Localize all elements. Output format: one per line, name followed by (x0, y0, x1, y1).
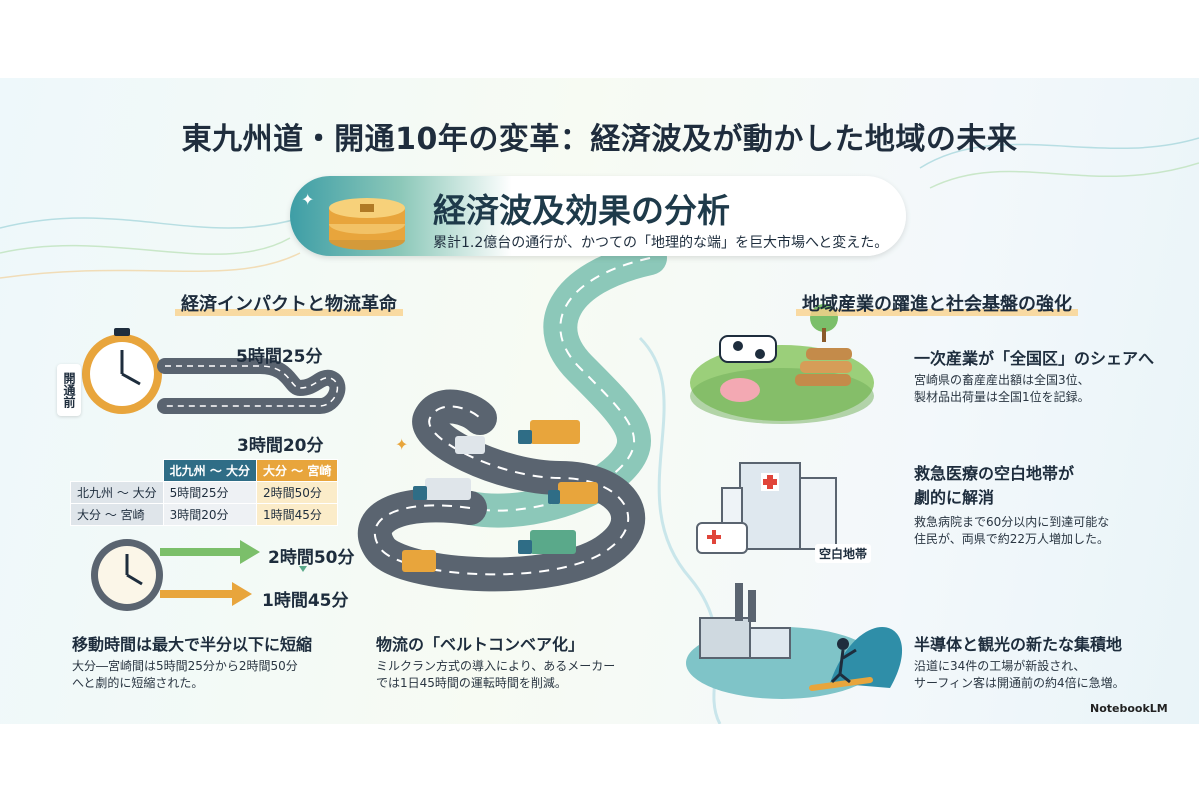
medical-body-line: 救急病院まで60分以内に到達可能な (914, 515, 1110, 529)
table-cell: 1時間45分 (255, 503, 339, 526)
triangle-down-icon (299, 566, 307, 572)
table-row: 大分 ～ 宮崎 3時間20分 1時間45分 (70, 503, 339, 526)
table-cell-route: 北九州 ～ 大分 (70, 481, 164, 504)
sparkle-icon: ✦ (395, 435, 408, 454)
page-title: 東九州道・開通10年の変革：経済波及が動かした地域の未来 (181, 122, 1018, 157)
movement-body-line: 大分―宮崎間は5時間25分から2時間50分 (72, 659, 298, 673)
arrow-right-icon (160, 540, 260, 564)
truck-icon (413, 478, 471, 500)
table-header-row: 北九州 ～ 大分 大分 ～ 宮崎 (71, 459, 339, 482)
table-cell: 2時間50分 (255, 481, 339, 504)
table-header: 北九州 ～ 大分 (162, 459, 258, 482)
arrow-right-icon (160, 582, 252, 606)
time-after-label: 1時間45分 (262, 591, 349, 611)
time-before-label: 2時間50分 (268, 548, 355, 568)
gap-area-label: 空白地帯 (815, 544, 872, 563)
industry-heading: 半導体と観光の新たな集積地 (914, 635, 1123, 654)
highway-illustration: ✦ (357, 241, 667, 592)
clock-icon (91, 539, 163, 611)
logistics-body: ミルクラン方式の導入により、あるメーカー では1日45時間の運転時間を削減。 (376, 658, 615, 692)
medical-heading-line: 救急医療の空白地帯が (914, 464, 1075, 483)
truck-icon (548, 482, 598, 504)
movement-body-line: へと劇的に短縮された。 (72, 676, 204, 690)
ambulance-icon (696, 522, 748, 554)
table-cell: 5時間25分 (162, 481, 258, 504)
table-cell-route: 大分 ～ 宮崎 (70, 503, 164, 526)
before-opening-tag: 開通前 (57, 364, 81, 416)
industry-body-line: サーフィン客は開通前の約4倍に急増。 (914, 676, 1125, 690)
table-cell: 3時間20分 (162, 503, 258, 526)
table-corner (71, 460, 164, 482)
truck-icon (402, 550, 436, 572)
table-header: 大分 ～ 宮崎 (255, 459, 339, 482)
logistics-heading: 物流の「ベルトコンベア化」 (376, 635, 585, 654)
wave-icon (830, 627, 903, 688)
illustration-layer: ✦ (0, 137, 1199, 724)
left-section-heading: 経済インパクトと物流革命 (175, 290, 403, 316)
sparkle-icon: ✦ (301, 190, 315, 209)
medical-heading-line: 劇的に解消 (914, 488, 995, 507)
movement-body: 大分―宮崎間は5時間25分から2時間50分 へと劇的に短縮された。 (72, 658, 298, 692)
primary-industry-body-line: 宮崎県の畜産産出額は全国3位、 (914, 373, 1090, 387)
infographic-canvas: ✦ (0, 78, 1199, 724)
surfer-icon (837, 638, 849, 650)
surfboard-icon (809, 677, 873, 691)
primary-industry-body: 宮崎県の畜産産出額は全国3位、 製材品出荷量は全国1位を記録。 (914, 372, 1090, 406)
clock-icon (82, 328, 162, 414)
industry-body-line: 沿道に34件の工場が新設され、 (914, 659, 1086, 673)
farm-island-icon (690, 304, 874, 424)
logistics-body-line: では1日45時間の運転時間を削減。 (376, 676, 567, 690)
time-before-label: 5時間25分 (236, 347, 323, 367)
truck-icon (518, 420, 580, 444)
medical-heading: 救急医療の空白地帯が 劇的に解消 (914, 460, 1074, 508)
hospital-icon (696, 462, 837, 554)
time-after-label: 3時間20分 (237, 436, 324, 456)
medical-body-line: 住民が、両県で約22万人増加した。 (914, 532, 1110, 546)
table-row: 北九州 ～ 大分 5時間25分 2時間50分 (70, 481, 339, 504)
coin-stack-icon (329, 198, 405, 250)
industry-body: 沿道に34件の工場が新設され、 サーフィン客は開通前の約4倍に急増。 (914, 658, 1125, 692)
factory-island-icon (686, 583, 903, 699)
brand-label: NotebookLM (1090, 702, 1168, 715)
medical-body: 救急病院まで60分以内に到達可能な 住民が、両県で約22万人増加した。 (914, 514, 1109, 548)
right-section-heading: 地域産業の躍進と社会基盤の強化 (796, 290, 1078, 316)
banner-heading: 経済波及効果の分析 (433, 191, 730, 230)
truck-icon (518, 530, 576, 554)
primary-industry-heading: 一次産業が「全国区」のシェアへ (914, 349, 1155, 368)
banner-subtitle: 累計1.2億台の通行が、かつての「地理的な端」を巨大市場へと変えた。 (433, 235, 889, 251)
travel-time-table: 北九州 ～ 大分 大分 ～ 宮崎 北九州 ～ 大分 5時間25分 2時間50分 … (70, 459, 339, 526)
logistics-body-line: ミルクラン方式の導入により、あるメーカー (376, 659, 616, 673)
truck-icon (455, 436, 485, 454)
movement-heading: 移動時間は最大で半分以下に短縮 (72, 635, 313, 654)
primary-industry-body-line: 製材品出荷量は全国1位を記録。 (914, 390, 1090, 404)
